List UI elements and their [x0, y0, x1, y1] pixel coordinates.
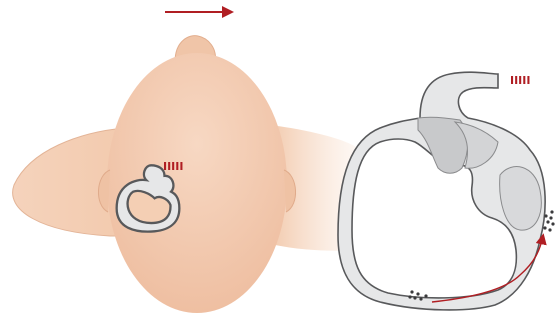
arrow-right-icon	[165, 6, 234, 18]
semicircular-canal	[338, 72, 545, 310]
canal-marks: IIIII	[510, 74, 530, 87]
head-canal-marks: IIIII	[163, 160, 183, 173]
